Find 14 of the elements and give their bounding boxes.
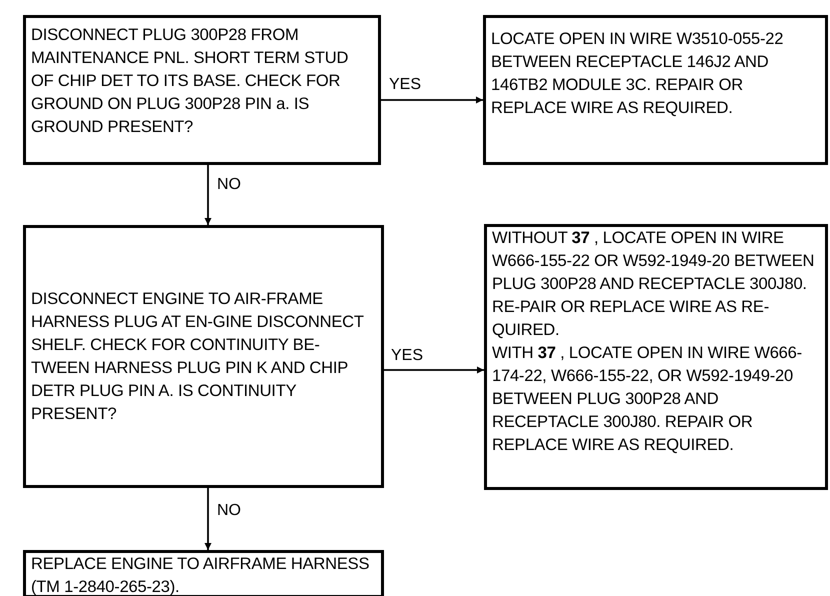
instruction-text: WITH 37 , LOCATE OPEN IN WIRE W666-174-22, W666-155-22, OR W592-1949-20 BETWEEN PLUG 300P28 AND RECEPTACLE 300J80. REPAIR OR REPLACE WIRE AS REQUIRED. [492,343,803,456]
instruction-text: LOCATE OPEN IN WIRE W3510-055-22 BETWEEN RECEPTACLE 146J2 AND 146TB2 MODULE 3C. REPAIR OR REPLACE WIRE AS REQUIRED. [491,29,784,119]
arrow [204,165,212,225]
instruction-text: DISCONNECT PLUG 300P28 FROM MAINTENANCE PNL. SHORT TERM STUD OF CHIP DET TO ITS BASE. CHECK FOR GROUND ON PLUG 300P28 PIN a. IS GROUND PRESENT? [31,25,350,138]
process-box [484,224,828,490]
process-box [483,15,828,165]
instruction-text: WITHOUT 37 , LOCATE OPEN IN WIRE W666-155-22 OR W592-1949-20 BETWEEN PLUG 300P28 AND RECEPTACLE 300J80. RE-PAIR OR REPLACE WIRE AS RE-QUIRED. [492,228,816,341]
arrow [204,488,212,550]
instruction-text: DISCONNECT ENGINE TO AIR-FRAME HARNESS PLUG AT EN-GINE DISCONNECT SHELF. CHECK FOR CONTINUITY BE-TWEEN HARNESS PLUG PIN K AND CHIP DETR PLUG PIN A. IS CONTINUITY PRESENT? [31,288,365,424]
arrow [381,96,483,104]
arrow [384,366,484,374]
process-box [23,15,381,165]
process-box [23,225,384,488]
instruction-text: REPLACE ENGINE TO AIRFRAME HARNESS (TM 1-2840-265-23). [31,554,370,596]
